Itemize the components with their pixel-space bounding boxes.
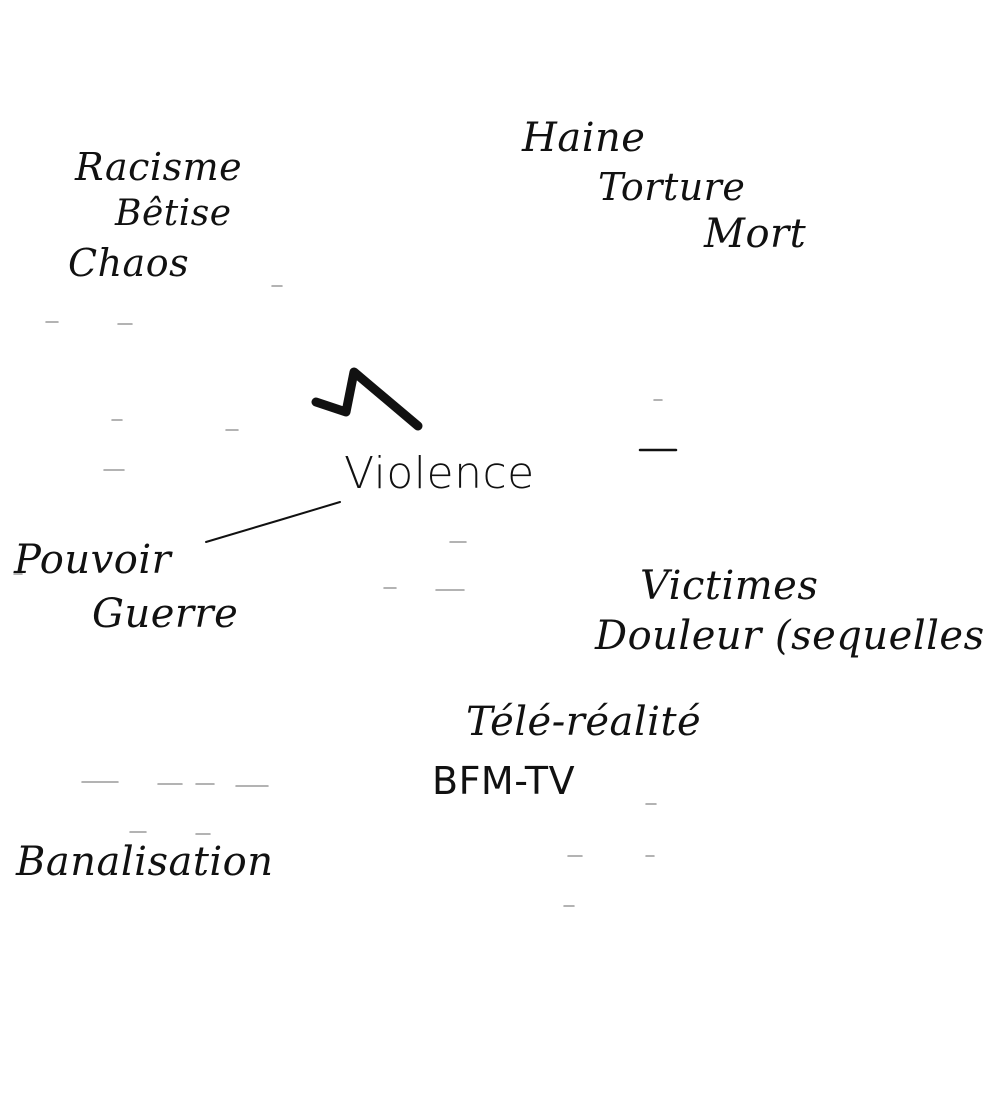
word-racisme: Racisme — [75, 145, 243, 189]
word-banalisation: Banalisation — [16, 839, 274, 885]
zigzag-mark — [311, 367, 423, 431]
word-betise: Bêtise — [115, 193, 232, 234]
word-mort: Mort — [704, 211, 807, 257]
central-word-violence: Violence — [344, 448, 535, 499]
word-victimes: Victimes — [640, 563, 819, 609]
word-guerre: Guerre — [92, 591, 239, 637]
connector-line — [205, 501, 341, 543]
word-douleur: Douleur (sequelles — [595, 613, 985, 659]
word-torture: Torture — [598, 165, 746, 209]
word-pouvoir: Pouvoir — [14, 537, 172, 583]
word-chaos: Chaos — [68, 241, 190, 285]
word-haine: Haine — [522, 115, 646, 161]
word-tele-realite: Télé-réalité — [466, 699, 702, 745]
scan-specks — [13, 285, 663, 907]
word-bfmtv: BFM-TV — [432, 759, 576, 803]
